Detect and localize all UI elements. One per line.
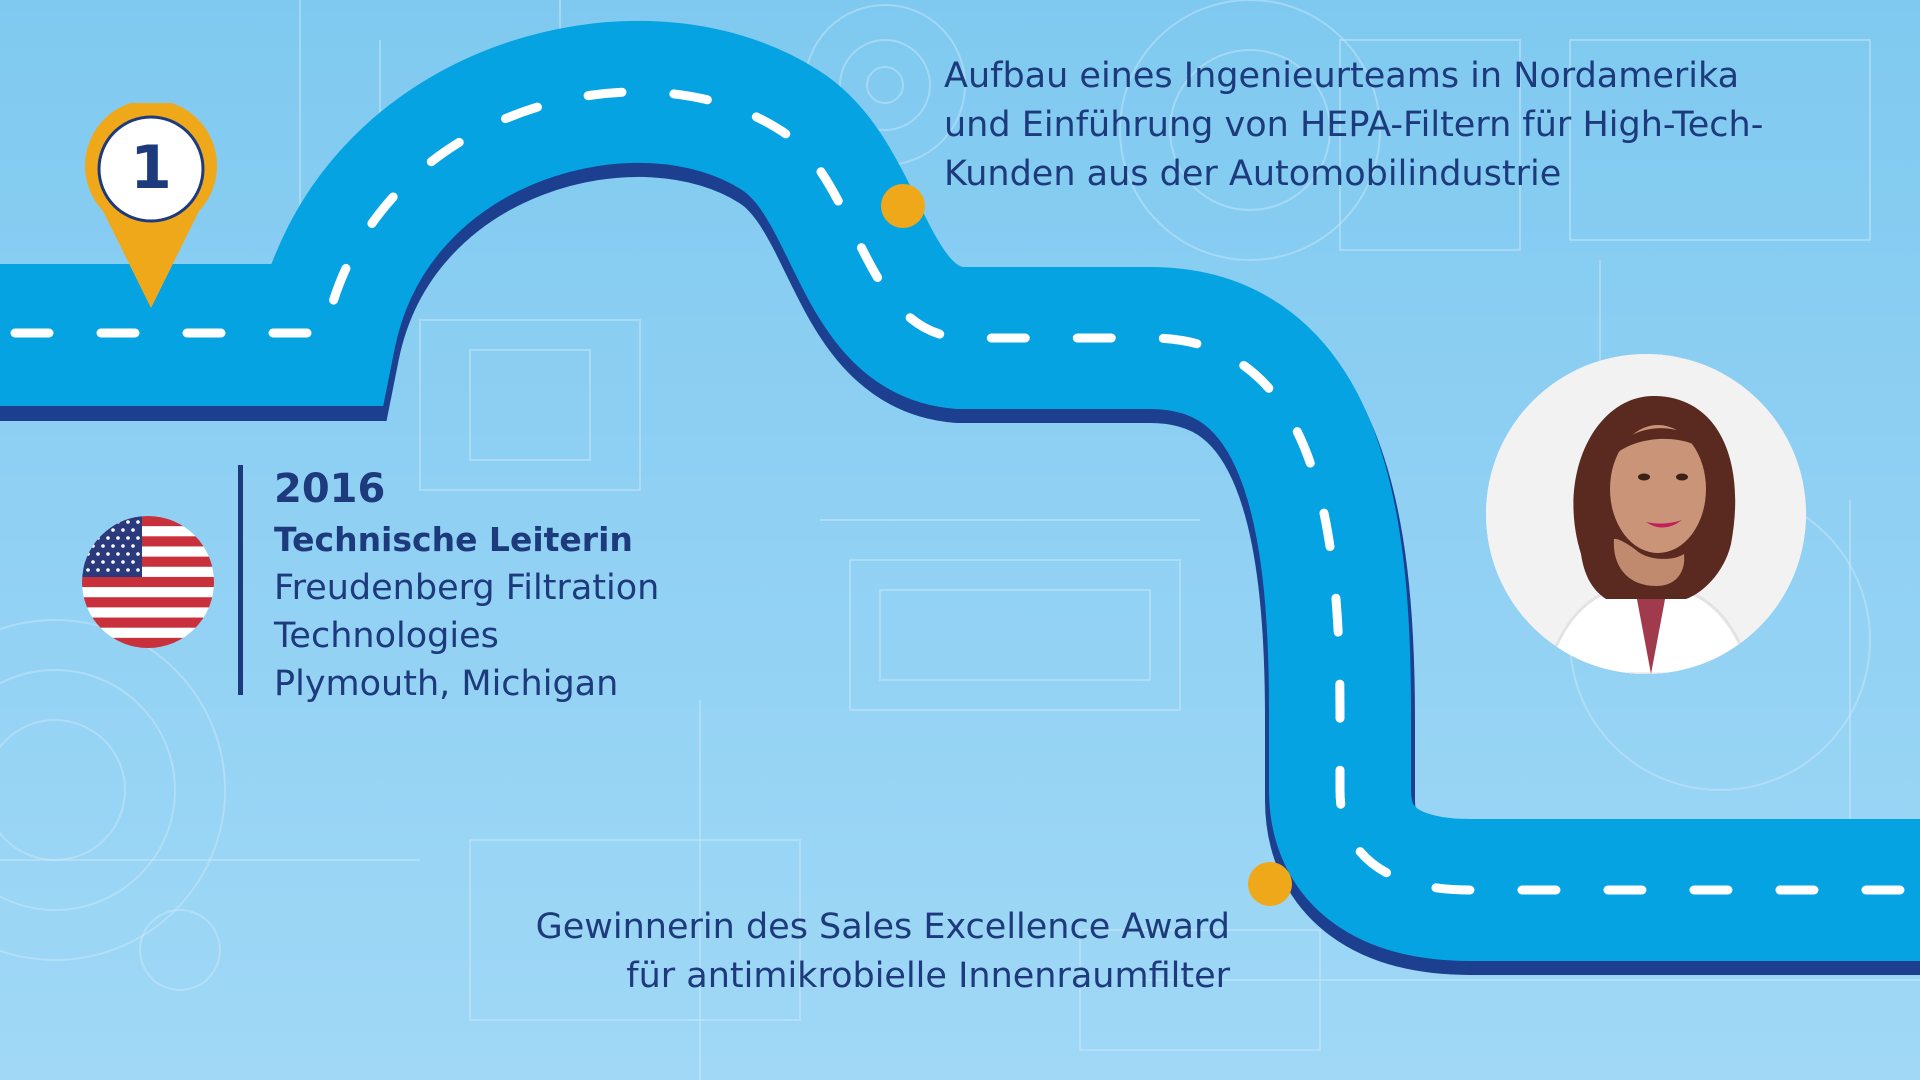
- event-marker-2: [1248, 862, 1292, 906]
- milestone-role: Technische Leiterin: [274, 520, 633, 559]
- milestone-number: 1: [130, 133, 172, 203]
- milestone-company: Freudenberg Filtration Technologies Plym…: [274, 564, 659, 708]
- company-line: Technologies: [274, 616, 499, 656]
- event-text-2-line: Gewinnerin des Sales Excellence Award: [535, 907, 1230, 947]
- event-text-1-line: Aufbau eines Ingenieurteams in Nordameri…: [944, 56, 1740, 96]
- event-text-1-line: und Einführung von HEPA-Filtern für High…: [944, 105, 1764, 145]
- company-line: Plymouth, Michigan: [274, 664, 619, 704]
- portrait-illustration: [1486, 354, 1806, 674]
- usa-flag-icon: [82, 516, 214, 648]
- event-text-1-line: Kunden aus der Automobilindustrie: [944, 154, 1562, 194]
- event-text-1: Aufbau eines Ingenieurteams in Nordameri…: [944, 52, 1904, 199]
- portrait-photo: [1486, 354, 1806, 674]
- event-text-2-line: für antimikrobielle Innenraumfilter: [626, 956, 1230, 996]
- location-pin-icon: [85, 103, 217, 308]
- event-marker-1: [881, 184, 925, 228]
- road-dashes: [10, 87, 1920, 895]
- milestone-year: 2016: [274, 466, 386, 512]
- info-divider: [238, 465, 243, 695]
- event-text-2: Gewinnerin des Sales Excellence Award fü…: [440, 895, 1230, 1009]
- company-line: Freudenberg Filtration: [274, 568, 660, 608]
